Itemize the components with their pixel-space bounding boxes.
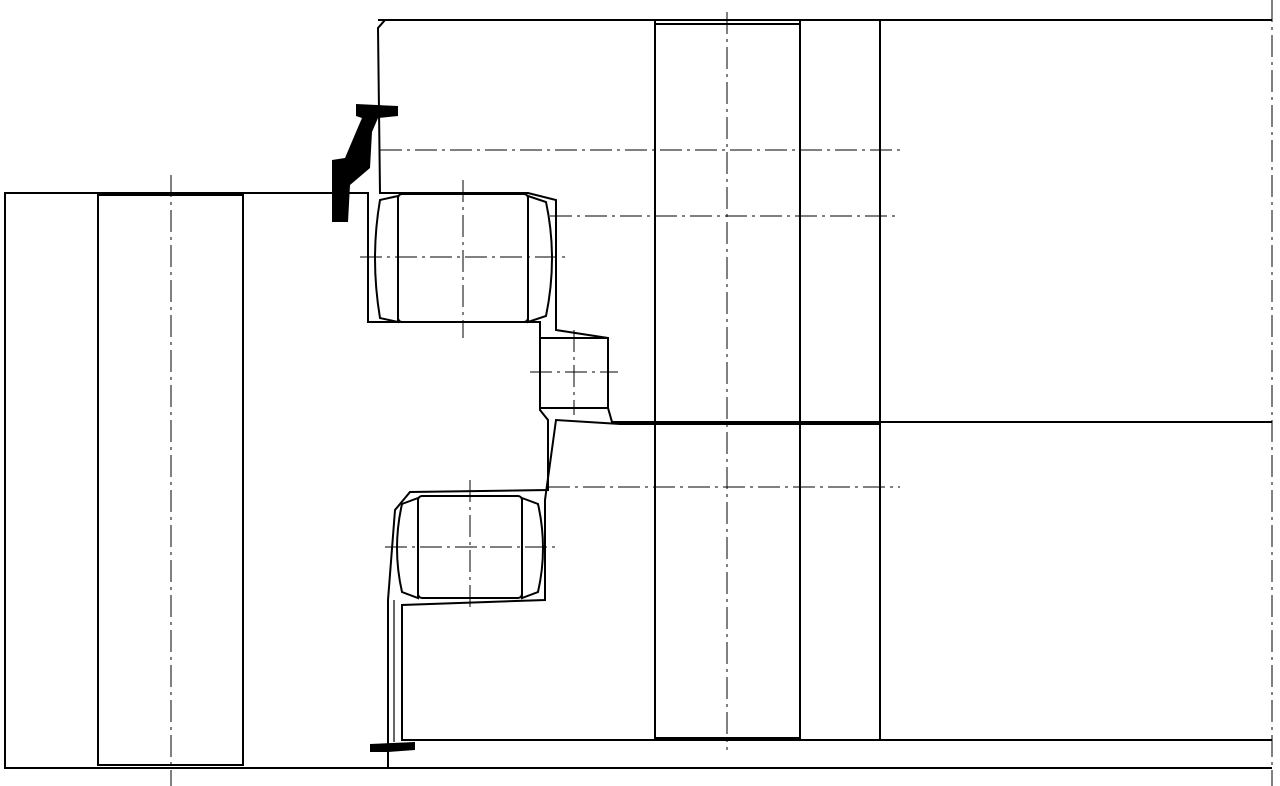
seal-lower — [370, 742, 415, 752]
centerlines — [170, 12, 900, 786]
outer-ring-upper — [376, 19, 881, 423]
seal — [332, 104, 398, 222]
inner-ring — [4, 192, 549, 769]
outer-ring-lower — [401, 418, 881, 741]
housing-outline — [5, 0, 1273, 786]
